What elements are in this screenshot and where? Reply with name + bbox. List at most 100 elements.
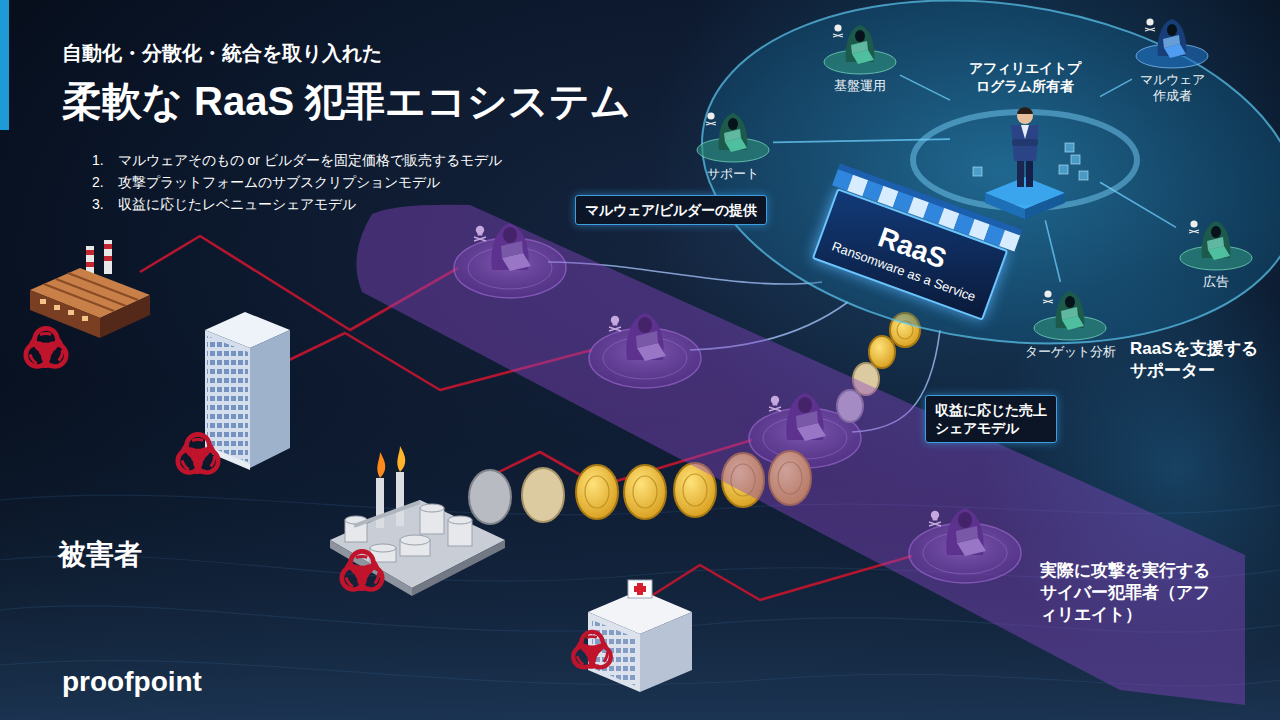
subtitle: 自動化・分散化・統合を取り入れた <box>62 40 382 67</box>
callout-text: 収益に応じた売上シェアモデル <box>935 401 1047 437</box>
region-shape <box>680 0 1280 380</box>
factory-icon <box>56 279 126 306</box>
refinery-icon <box>396 472 404 526</box>
pod-plate <box>851 41 868 54</box>
region-title: RaaSを支援するサポーター <box>1130 338 1262 382</box>
role-pod: マルウェア作成者 <box>1132 10 1212 105</box>
pod-plate <box>1190 220 1197 227</box>
callout-box: マルウェア/ビルダーの提供 <box>575 195 767 225</box>
refinery-icon <box>377 452 385 478</box>
coin-flow <box>624 465 666 519</box>
office-tower-icon <box>250 330 290 468</box>
pod-plate <box>728 118 738 130</box>
coin-flow <box>522 468 564 522</box>
hospital-icon <box>640 612 692 692</box>
factory-icon <box>68 273 138 300</box>
factory-icon <box>104 244 112 249</box>
factory-icon <box>100 295 150 338</box>
refinery-icon <box>397 446 405 472</box>
factory-icon <box>86 250 94 255</box>
factory-icon <box>40 299 46 304</box>
program-owner: アフィリエイトプログラム所有者 <box>950 55 1100 220</box>
pod-plate <box>1163 35 1180 48</box>
owner-figure <box>1021 125 1029 139</box>
factory-icon <box>82 316 88 321</box>
refinery-icon <box>400 535 430 545</box>
owner-figure <box>1017 157 1024 187</box>
pod-plate <box>1207 237 1224 250</box>
pod-plate <box>1189 230 1199 233</box>
pod-plate <box>1034 316 1106 340</box>
model-item: 1. マルウェアそのもの or ビルダーを固定価格で販売するモデル <box>92 152 502 170</box>
role-label: ターゲット分析 <box>1025 344 1116 360</box>
office-tower-icon <box>205 312 290 470</box>
owner-figure <box>1079 171 1088 180</box>
victim-label: 被害者 <box>58 536 142 574</box>
pod-plate <box>822 16 898 76</box>
biohazard-symbol <box>342 551 382 589</box>
pod-plate <box>706 122 716 125</box>
factory-icon <box>86 262 94 267</box>
pod-plate <box>824 50 896 74</box>
storefront-awning <box>838 164 1022 236</box>
coin-flow <box>633 476 657 508</box>
pod-plate <box>695 104 771 164</box>
pod-plate <box>855 30 865 42</box>
role-label: マルウェア作成者 <box>1137 72 1207 105</box>
hospital-icon <box>634 586 646 592</box>
owner-label: アフィリエイトプログラム所有者 <box>968 55 1083 95</box>
biohazard-symbol <box>178 434 218 472</box>
pod-plate <box>697 138 769 162</box>
role-pod: 基盤運用 <box>820 16 900 94</box>
factory-icon <box>30 240 150 338</box>
refinery-icon <box>376 478 384 528</box>
pod-plate <box>1145 28 1155 31</box>
owner-figure <box>950 95 1100 220</box>
band-shape <box>356 205 1245 705</box>
pod-plate <box>834 24 841 31</box>
refinery-icon <box>370 544 396 552</box>
pod-plate <box>833 34 843 37</box>
hospital-icon <box>588 580 692 692</box>
factory-icon <box>86 246 94 274</box>
coin-flow <box>683 474 707 506</box>
role-pod: サポート <box>693 104 773 182</box>
role-pod: ターゲット分析 <box>1020 282 1121 360</box>
factory-icon <box>54 305 60 310</box>
owner-figure <box>1065 143 1074 152</box>
coin-flow <box>585 476 609 508</box>
pod-plate <box>1146 18 1153 25</box>
pod-plate <box>1043 300 1053 303</box>
model-item: 2. 攻撃プラットフォームのサブスクリプションモデル <box>92 174 440 192</box>
band-title: 実際に攻撃を実行するサイバー犯罪者（アフィリエイト） <box>1040 560 1210 626</box>
owner-figure <box>985 193 1025 219</box>
pod-plate <box>1211 226 1221 238</box>
pod-plate <box>1061 307 1078 320</box>
coin-flow <box>469 470 511 524</box>
pod-plate <box>1044 290 1051 297</box>
pod-plate <box>1134 10 1210 70</box>
affiliate-band: 実際に攻撃を実行するサイバー犯罪者（アフィリエイト） <box>355 195 1250 710</box>
model-item: 3. 収益に応じたレベニューシェアモデル <box>92 196 356 214</box>
hospital-icon <box>628 580 652 598</box>
office-tower-icon <box>207 336 248 462</box>
pod-plate <box>1032 282 1108 342</box>
attack-line <box>648 556 912 600</box>
refinery-icon <box>448 516 472 524</box>
factory-icon <box>40 299 88 321</box>
refinery-icon <box>420 504 444 512</box>
coin-flow <box>869 336 895 368</box>
refinery-icon <box>353 500 420 528</box>
biohazard-symbol <box>26 328 66 366</box>
biohazard-symbol <box>573 632 611 667</box>
coin-flow <box>576 465 618 519</box>
owner-figure <box>1025 193 1065 219</box>
callout-text: マルウェア/ビルダーの提供 <box>585 201 757 219</box>
pod-plate <box>1167 24 1177 36</box>
owner-figure <box>1017 108 1033 124</box>
role-pod: 広告 <box>1176 212 1256 290</box>
factory-icon <box>44 273 138 311</box>
pod-plate <box>724 129 741 142</box>
factory-icon <box>104 256 112 261</box>
